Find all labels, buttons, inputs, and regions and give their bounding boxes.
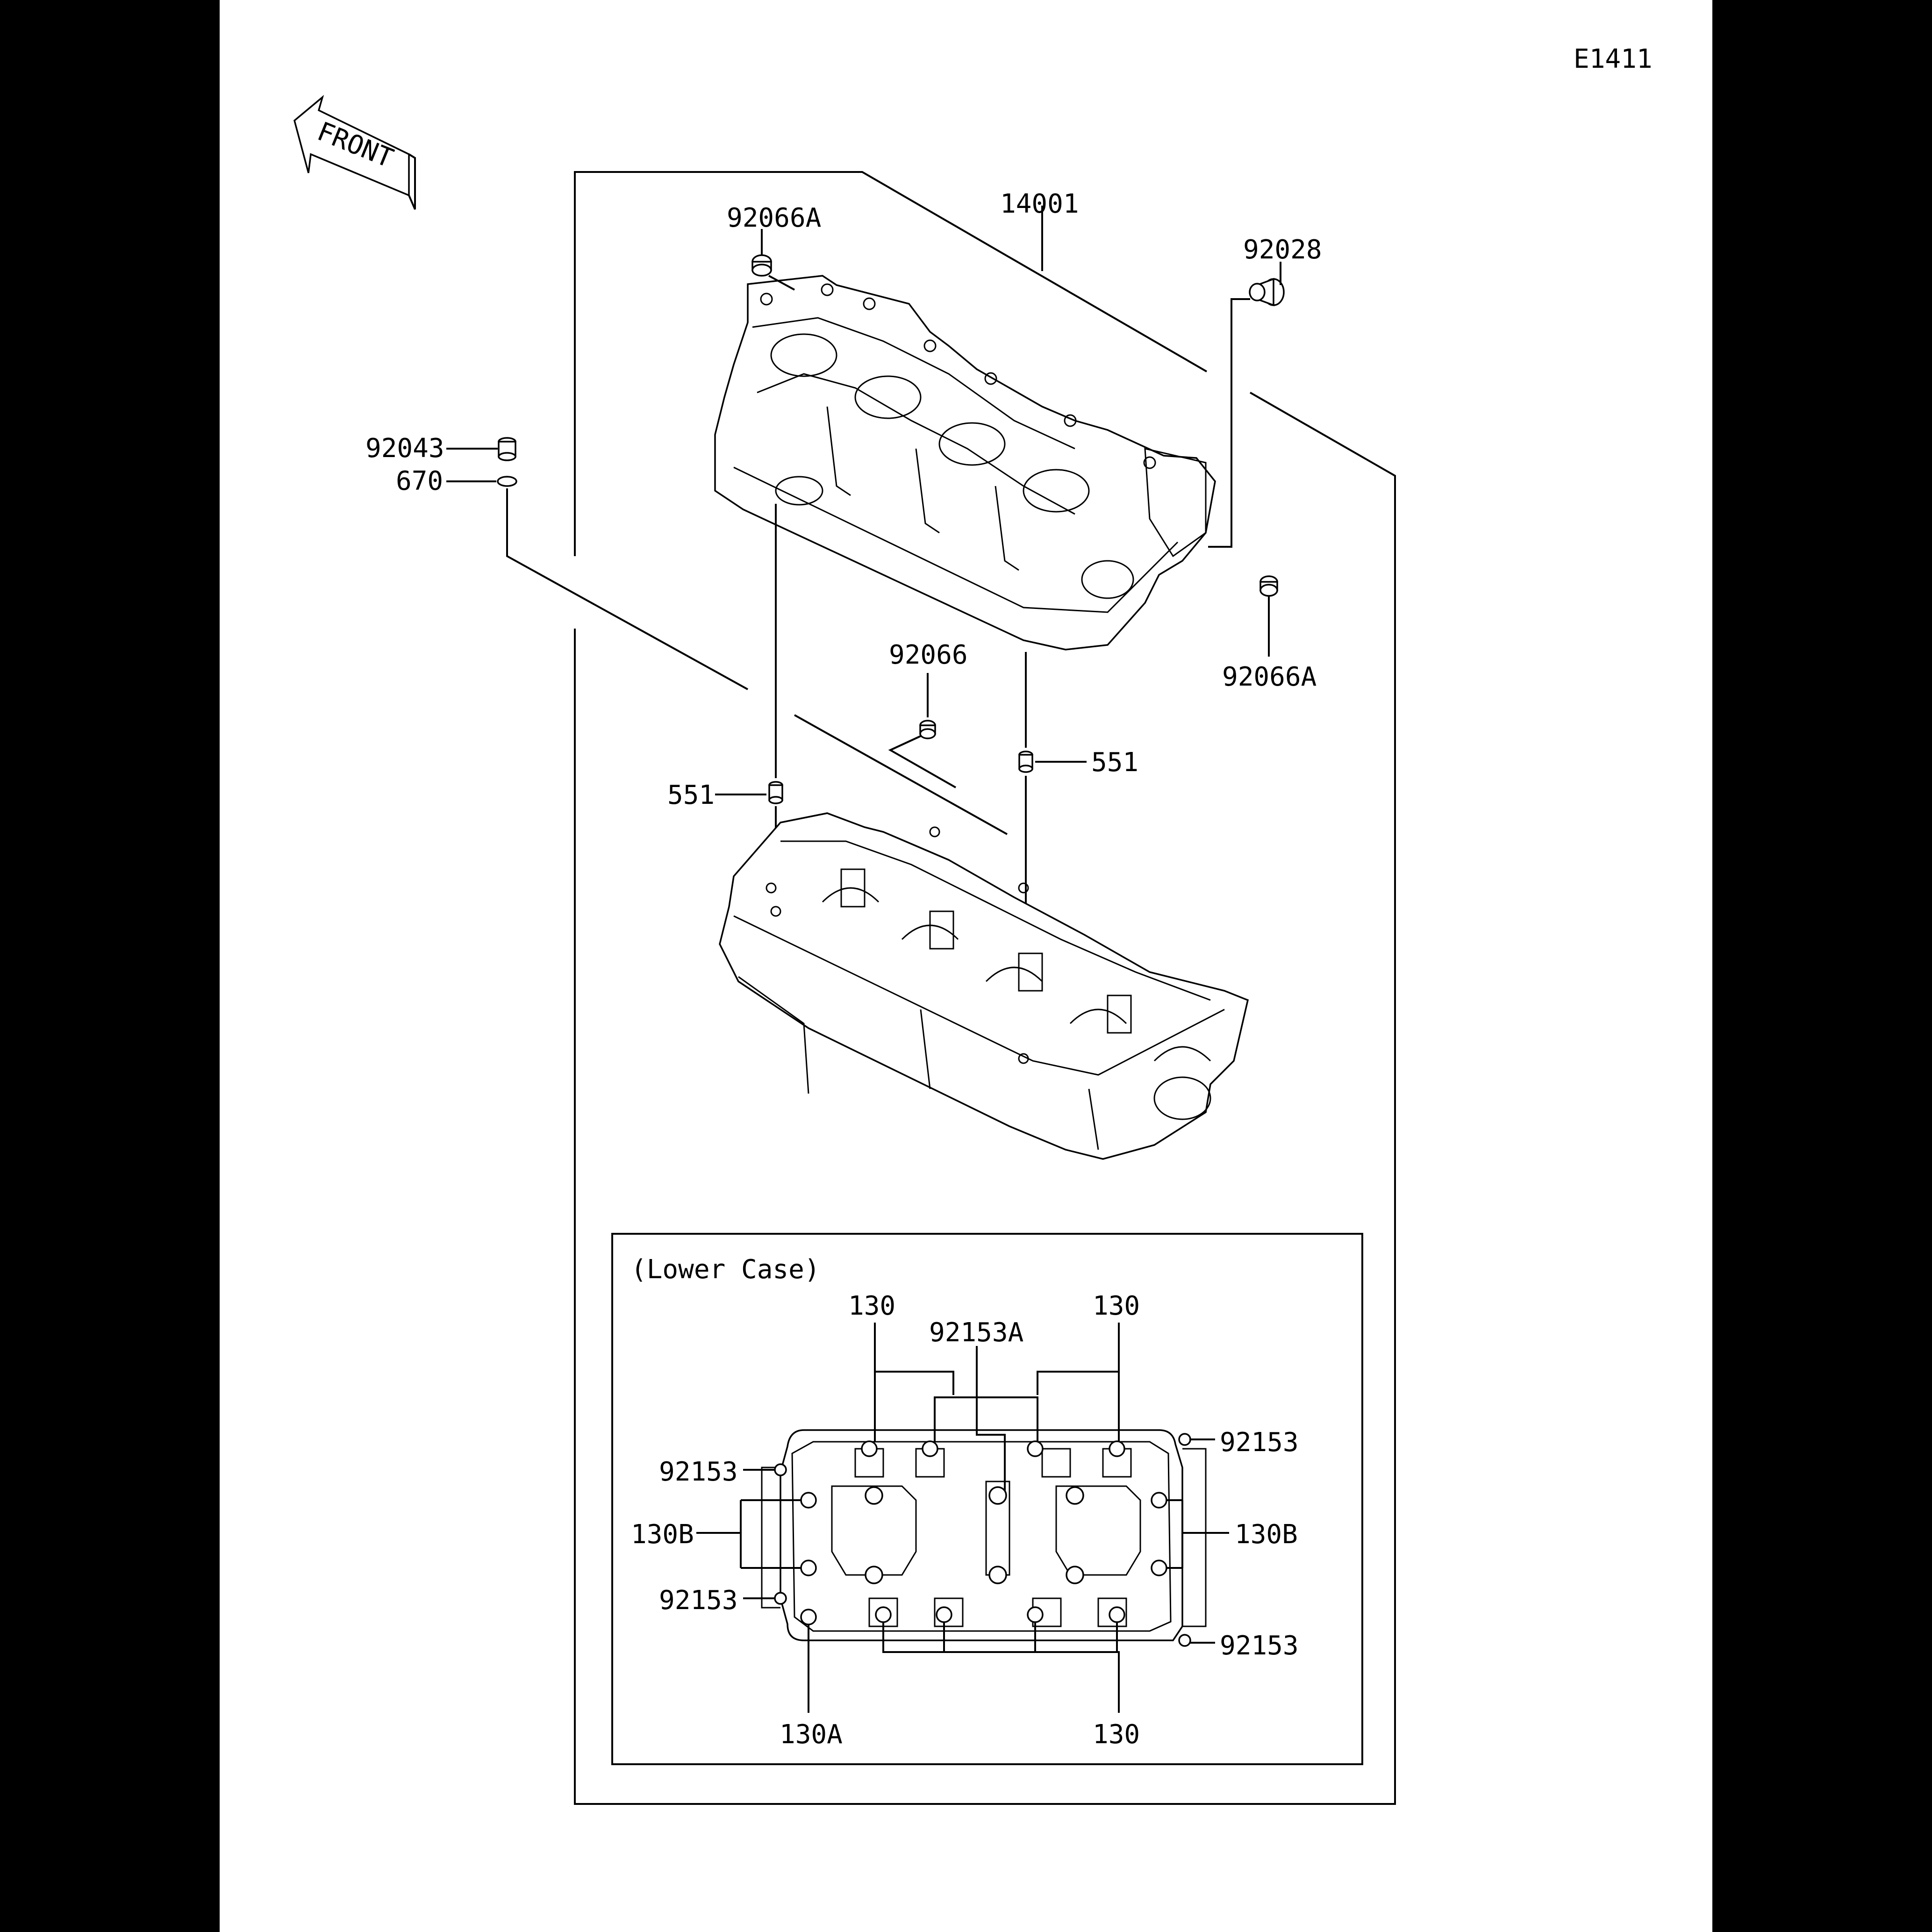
label-130-top-right: 130 bbox=[1093, 1291, 1140, 1321]
leader-92028-hook bbox=[1208, 298, 1250, 548]
label-92066: 92066 bbox=[889, 640, 968, 670]
inset-bolts bbox=[774, 1433, 1191, 1647]
knock-pin-92043 bbox=[498, 437, 516, 461]
leader-92066-diag bbox=[888, 735, 956, 788]
dowel-551-left bbox=[768, 781, 783, 804]
label-92066a-top: 92066A bbox=[727, 203, 821, 233]
label-551-left: 551 bbox=[667, 780, 715, 810]
label-14001: 14001 bbox=[1000, 189, 1079, 219]
label-92153-right-bottom: 92153 bbox=[1220, 1631, 1299, 1661]
lower-case-bottom-view bbox=[761, 1429, 1207, 1641]
front-arrow-icon: FRONT bbox=[293, 95, 416, 210]
bushing-92028 bbox=[1249, 278, 1285, 307]
leader-670-diag bbox=[794, 714, 1008, 835]
assembly-frame bbox=[574, 171, 1396, 1805]
plug-92066a-right bbox=[1259, 575, 1278, 597]
label-92153-left-top: 92153 bbox=[659, 1457, 738, 1487]
inset-title: (Lower Case) bbox=[631, 1254, 820, 1285]
leader-670-down bbox=[506, 488, 748, 690]
diagram-code: E1411 bbox=[1574, 44, 1653, 74]
label-92153-right-top: 92153 bbox=[1220, 1427, 1299, 1458]
plug-92066a-top bbox=[751, 254, 772, 277]
upper-crankcase bbox=[714, 275, 1216, 651]
o-ring-670 bbox=[497, 476, 517, 487]
label-130-top-left: 130 bbox=[848, 1291, 895, 1321]
dowel-551-right bbox=[1018, 751, 1033, 773]
label-92066a-right: 92066A bbox=[1222, 662, 1317, 692]
label-670: 670 bbox=[396, 466, 443, 496]
plug-92066-center bbox=[919, 720, 936, 739]
label-130-bottom-right: 130 bbox=[1093, 1719, 1140, 1750]
label-551-right: 551 bbox=[1091, 747, 1138, 778]
parts-diagram: E1411 FRONT 14001 bbox=[293, 44, 1653, 1805]
diagram-sheet: E1411 FRONT 14001 bbox=[220, 0, 1712, 1932]
label-92153-left-bottom: 92153 bbox=[659, 1585, 738, 1616]
leader-92066a-top bbox=[768, 275, 795, 291]
lower-crankcase bbox=[719, 812, 1249, 1160]
label-130b-right: 130B bbox=[1235, 1519, 1298, 1550]
label-130b-left: 130B bbox=[631, 1519, 694, 1550]
label-92028: 92028 bbox=[1243, 235, 1322, 265]
inset-leaders bbox=[696, 1323, 1229, 1713]
lower-case-inset bbox=[611, 1233, 1363, 1765]
label-130a: 130A bbox=[780, 1719, 843, 1750]
label-92153a: 92153A bbox=[929, 1317, 1023, 1348]
label-92043: 92043 bbox=[365, 433, 444, 464]
